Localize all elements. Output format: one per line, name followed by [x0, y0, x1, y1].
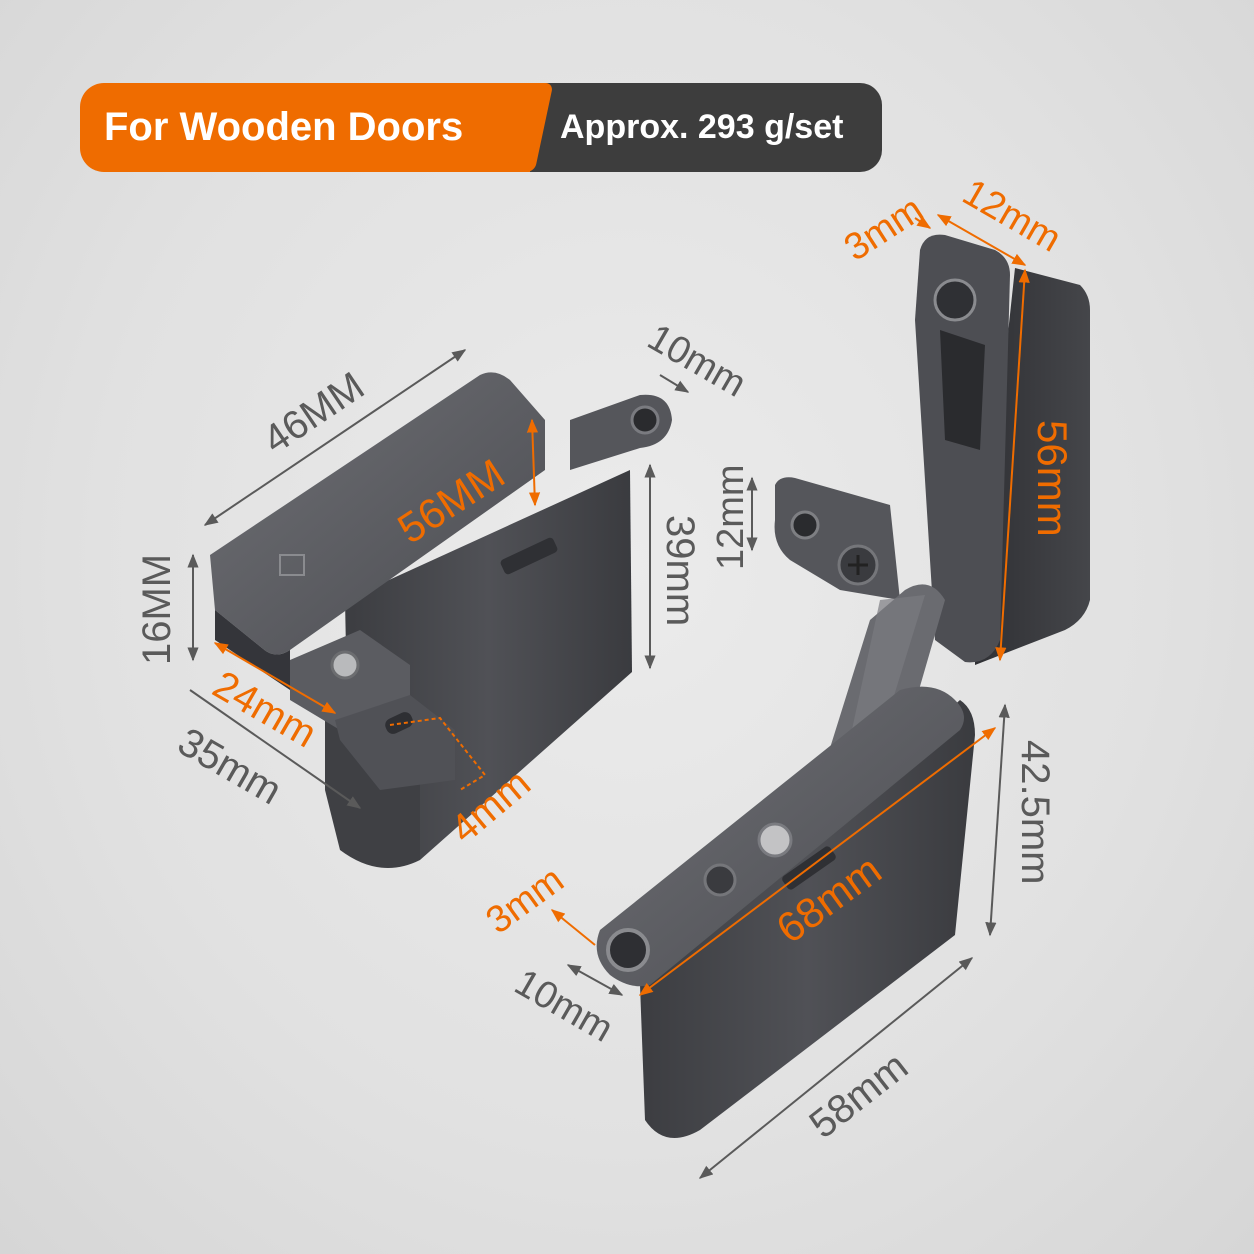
lock-label-icon — [279, 554, 305, 576]
lock-front-slot — [500, 537, 558, 575]
dim-68mm-line — [638, 727, 997, 996]
lock-slot-plate — [335, 695, 455, 790]
hinge-bracket — [774, 477, 900, 600]
label-39mm: 39mm — [658, 515, 702, 626]
hinge-top-hole-icon — [933, 278, 977, 322]
dim-58mm-line — [698, 957, 974, 1179]
header-badges: For Wooden Doors Approx. 293 g/set — [80, 83, 882, 172]
label-56mm-right: 56mm — [1029, 420, 1076, 537]
weight-badge: Approx. 293 g/set — [530, 83, 882, 172]
dim-3mm-bottom-line — [550, 909, 596, 946]
dim-46mm-line — [203, 349, 467, 526]
for-wooden-doors-badge: For Wooden Doors — [80, 83, 530, 172]
dim-56mm-line — [526, 418, 541, 507]
label-42-5mm: 42.5mm — [1013, 740, 1057, 885]
hinge-bracket-hole-icon — [790, 510, 820, 540]
label-46mm: 46MM — [255, 364, 372, 463]
hinge-bottom-hole-icon — [606, 928, 650, 972]
dim-12mm-top-line — [936, 214, 1027, 266]
hinge-body-screw-icon — [703, 863, 737, 897]
dim-24mm-line — [213, 642, 337, 714]
label-10mm-top: 10mm — [641, 316, 753, 405]
lock-top-tab — [570, 394, 672, 470]
hinge-arm-front — [915, 234, 1010, 663]
label-10mm-bottom: 10mm — [508, 961, 620, 1050]
dim-10mm-bottom-line — [566, 964, 624, 996]
label-3mm-bottom: 3mm — [479, 859, 572, 943]
dimension-lines — [187, 214, 1030, 1179]
label-16mm: 16MM — [135, 554, 179, 665]
hinge-body-screw-2-icon — [757, 822, 793, 858]
dim-42-5mm-line — [985, 703, 1010, 937]
dim-3mm-top-line — [914, 216, 932, 229]
dim-4mm-outline — [389, 716, 487, 791]
dim-10mm-top-line — [659, 374, 690, 393]
lock-tab-hole-icon — [630, 405, 660, 435]
badge-primary-label: For Wooden Doors — [104, 105, 464, 149]
dim-56mm-right-line — [995, 268, 1030, 662]
label-12mm-bracket: 12mm — [710, 464, 752, 570]
lock-screw-icon — [330, 650, 360, 680]
badge-secondary-label: Approx. 293 g/set — [560, 108, 844, 146]
hinge-arm-window — [940, 330, 985, 450]
dim-35mm-line — [189, 689, 362, 809]
label-58mm: 58mm — [801, 1044, 916, 1147]
hinge-screw-cross — [848, 555, 868, 575]
label-3mm-top: 3mm — [837, 188, 931, 269]
